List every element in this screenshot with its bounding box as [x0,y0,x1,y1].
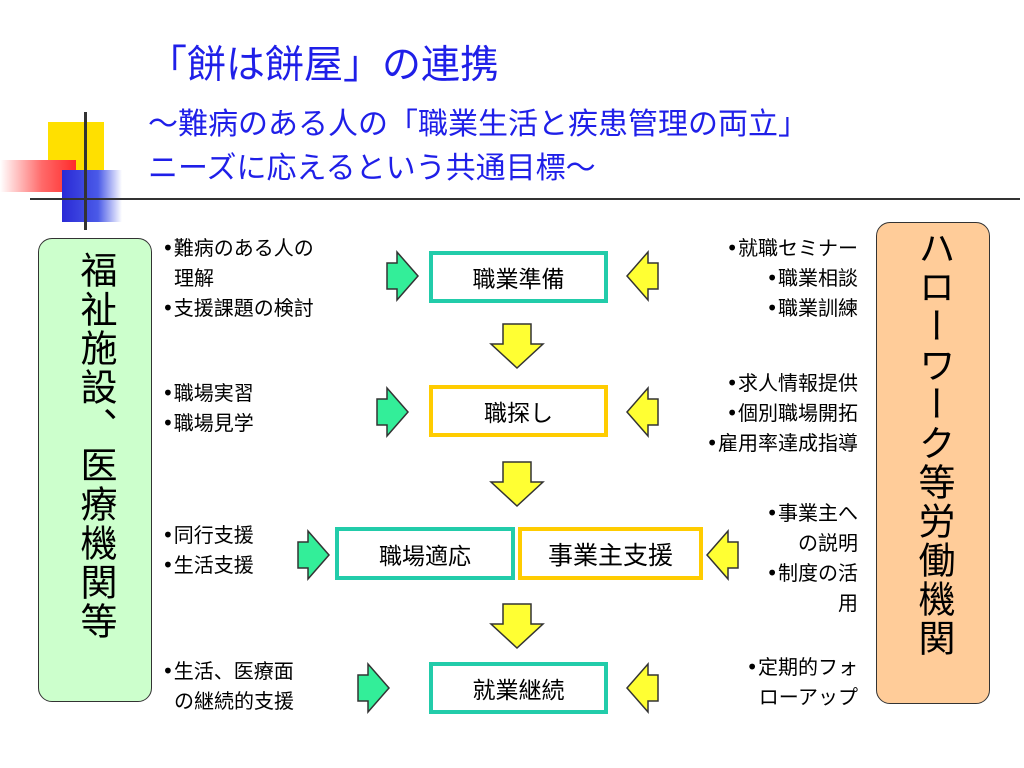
list-item: •職業訓練 [766,296,858,320]
right-notes-continue: •定期的フォ ローアップ [746,652,858,712]
list-item: •定期的フォ [746,655,858,679]
labor-agency-box: ハローワーク等労働機関 [876,222,990,704]
left-notes-adapt: •同行支援 •生活支援 [162,520,254,580]
down-arrow-3 [489,603,545,650]
yellow-arrow-adapt [706,529,739,581]
list-item: •求人情報提供 [726,371,858,395]
list-item: •難病のある人の [162,236,314,260]
stage-job-search-label: 職探し [484,401,553,427]
list-item: ローアップ [758,685,858,709]
list-item: 理解 [174,266,214,290]
down-arrow-1 [489,323,545,370]
list-item: •制度の活 [766,561,858,585]
list-item: •事業主へ [766,501,858,525]
yellow-arrow-prep [626,250,659,302]
decor-blue-square [62,170,122,222]
list-item: •就職セミナー [726,236,858,260]
list-item: •生活、医療面 [162,659,294,683]
labor-agency-label: ハローワーク等労働機関 [912,229,955,658]
stage-job-preparation-label: 職業準備 [472,267,565,293]
slide-title: 「餅は餅屋」の連携 [148,43,500,88]
stage-employer-support: 事業主支援 [518,527,703,580]
list-item: •生活支援 [162,553,254,577]
list-item: •雇用率達成指導 [706,431,858,455]
yellow-arrow-continue [626,662,659,714]
stage-job-preparation: 職業準備 [429,251,608,303]
list-item: •職場実習 [162,381,254,405]
left-notes-continue: •生活、医療面 の継続的支援 [162,656,294,716]
stage-workplace-adaptation: 職場適応 [335,527,515,580]
list-item: •個別職場開拓 [726,401,858,425]
right-notes-adapt: •事業主へ の説明 •制度の活 用 [766,498,858,618]
right-notes-prep: •就職セミナー •職業相談 •職業訓練 [726,233,858,323]
stage-continued-employment: 就業継続 [429,662,608,714]
list-item: •支援課題の検討 [162,296,314,320]
list-item: の継続的支援 [174,689,294,713]
left-notes-search: •職場実習 •職場見学 [162,378,254,438]
title-divider-line [30,198,1020,200]
list-item: 用 [838,591,858,615]
right-notes-search: •求人情報提供 •個別職場開拓 •雇用率達成指導 [706,368,858,458]
green-arrow-adapt [297,529,330,581]
green-arrow-search [376,386,409,438]
welfare-medical-box: 福祉施設、医療機関等 [38,238,152,702]
slide-subtitle-line2: ニーズに応えるという共通目標～ [148,151,596,186]
welfare-medical-label: 福祉施設、医療機関等 [74,251,117,641]
list-item: •職業相談 [766,266,858,290]
stage-workplace-adaptation-label: 職場適応 [379,543,471,570]
list-item: •同行支援 [162,523,254,547]
list-item: •職場見学 [162,411,254,435]
decor-vertical-line [84,112,87,230]
slide-subtitle-line1: ～難病のある人の「職業生活と疾患管理の両立」 [148,107,808,142]
stage-continued-employment-label: 就業継続 [472,678,565,704]
yellow-arrow-search [626,386,659,438]
green-arrow-continue [357,662,390,714]
green-arrow-prep [386,250,419,302]
stage-job-search: 職探し [429,385,608,437]
stage-employer-support-label: 事業主支援 [547,540,673,570]
list-item: の説明 [798,531,858,555]
left-notes-prep: •難病のある人の 理解 •支援課題の検討 [162,233,314,323]
down-arrow-2 [489,461,545,508]
